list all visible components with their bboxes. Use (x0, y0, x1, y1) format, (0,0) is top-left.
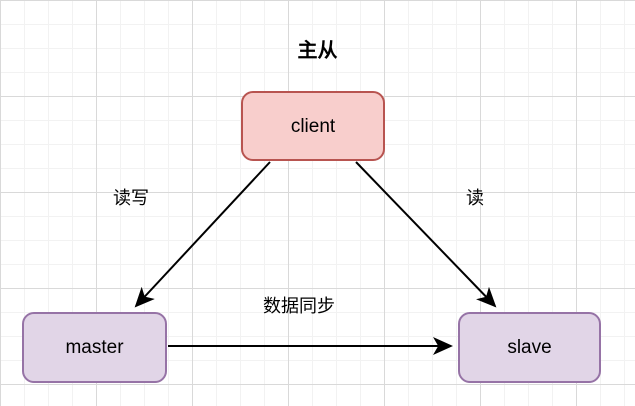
node-master[interactable]: master (22, 312, 167, 383)
edge-client-slave[interactable] (355, 161, 497, 308)
node-slave-label: slave (507, 337, 552, 358)
edge-label-read: 读 (466, 188, 484, 208)
node-master-label: master (65, 337, 124, 358)
edge-label-read-write: 读写 (113, 188, 149, 208)
diagram-title: 主从 (297, 40, 338, 62)
node-slave[interactable]: slave (458, 312, 601, 383)
edge-label-data-sync: 数据同步 (263, 296, 335, 316)
node-client-label: client (290, 115, 336, 137)
node-client[interactable]: client (241, 91, 385, 161)
edge-client-master[interactable] (134, 161, 271, 308)
